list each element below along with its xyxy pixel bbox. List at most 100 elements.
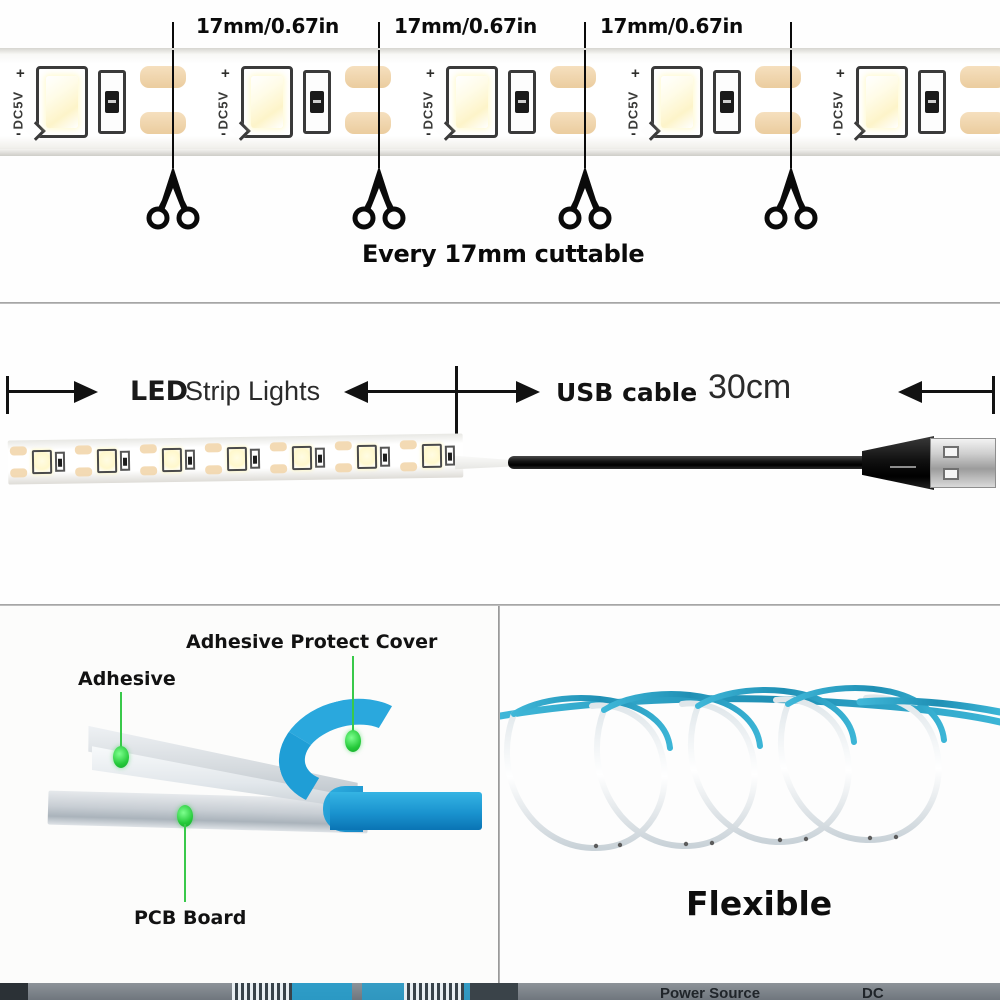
dc5v-label: DC5V [10, 90, 26, 130]
dim-line-usb [458, 390, 518, 393]
callout-line-pcb [184, 824, 186, 902]
plus-sign: + [426, 65, 435, 82]
led-segment: + DC5V - [0, 48, 193, 156]
mini-segment [333, 434, 399, 479]
solder-pad [550, 112, 596, 134]
dim-line-led-right [366, 390, 456, 393]
arrow-right-icon [516, 381, 540, 403]
led-chip [231, 66, 293, 141]
mini-segment [398, 433, 464, 478]
next-section-peek: Power Source DC [0, 983, 1000, 1000]
led-strip-small [7, 433, 464, 485]
strip-edge-top [0, 48, 1000, 54]
led-segment: + DC5V - [603, 48, 808, 156]
measurement-label-2: 17mm/0.67in [394, 14, 537, 38]
measure-tick-1 [172, 22, 174, 50]
solder-pad [140, 66, 186, 88]
connector-metal-shell [930, 438, 996, 488]
panel-cuttable: 17mm/0.67in 17mm/0.67in 17mm/0.67in + DC… [0, 0, 1000, 302]
cut-line-2 [378, 50, 380, 168]
scissors-icon [144, 166, 202, 230]
arrow-left-icon [344, 381, 368, 403]
solder-pad [345, 112, 391, 134]
panel-divider-vertical [498, 606, 500, 983]
resistor [508, 70, 536, 134]
usb-logo-icon [890, 454, 916, 468]
mini-segment [8, 440, 74, 485]
usb-cable-label: USB cable [556, 378, 698, 407]
callout-line-adhesive [120, 692, 122, 752]
led-chip [641, 66, 703, 141]
measure-tick-2 [378, 22, 380, 50]
strip-edge-bottom [0, 149, 1000, 156]
measurement-label-1: 17mm/0.67in [196, 14, 339, 38]
led-label-regular: Strip Lights [185, 376, 321, 406]
led-chip [846, 66, 908, 141]
measure-tick-4 [790, 22, 792, 50]
led-strip-band: + DC5V - + DC5V - + DC5V - [0, 48, 1000, 156]
dim-stop-left [6, 376, 9, 414]
next-label-dc: DC [862, 985, 884, 1000]
mini-segment [73, 439, 139, 484]
cut-line-4 [790, 50, 792, 168]
resistor [98, 70, 126, 134]
arrow-left-icon [898, 381, 922, 403]
dc5v-label: DC5V [420, 90, 436, 130]
mini-segment [203, 436, 269, 481]
solder-pad [345, 66, 391, 88]
cable-length-label: 30cm [708, 368, 792, 406]
solder-pad [755, 66, 801, 88]
dc5v-label: DC5V [215, 90, 231, 130]
minus-sign: - [221, 125, 226, 142]
resistor [303, 70, 331, 134]
label-pcb-board: PCB Board [134, 907, 247, 929]
resistor [713, 70, 741, 134]
led-segment: + DC5V - [808, 48, 1000, 156]
minus-sign: - [836, 125, 841, 142]
led-segment: + DC5V - [193, 48, 398, 156]
dim-line-led [6, 390, 76, 393]
usb-cable-wire [508, 456, 873, 469]
callout-line-cover [352, 656, 354, 736]
led-chip [436, 66, 498, 141]
mini-segment [268, 435, 334, 480]
solder-pad [960, 66, 1000, 88]
panel-flexible: Flexible [500, 606, 1000, 1000]
flexible-caption: Flexible [686, 884, 833, 923]
minus-sign: - [631, 125, 636, 142]
cut-line-1 [172, 50, 174, 168]
cuttable-caption: Every 17mm cuttable [362, 240, 645, 268]
scissors-icon [556, 166, 614, 230]
minus-sign: - [16, 125, 21, 142]
callout-dot-pcb [177, 805, 193, 827]
dim-stop-right [992, 376, 995, 414]
flexible-coil-illustration [500, 685, 1000, 852]
led-label-bold: LED [130, 376, 189, 407]
solder-pad [550, 66, 596, 88]
plus-sign: + [16, 65, 25, 82]
resistor [918, 70, 946, 134]
label-protect-cover: Adhesive Protect Cover [186, 631, 438, 653]
solder-pad [140, 112, 186, 134]
solder-pad [755, 112, 801, 134]
led-chip [26, 66, 88, 141]
arrow-right-icon [74, 381, 98, 403]
dim-stop-mid [455, 366, 458, 462]
next-label-power-source: Power Source [660, 985, 761, 1000]
section-divider-1 [0, 302, 1000, 304]
dim-line-usb-right [920, 390, 994, 393]
solder-pad [960, 112, 1000, 134]
plus-sign: + [836, 65, 845, 82]
measurement-label-3: 17mm/0.67in [600, 14, 743, 38]
dc5v-label: DC5V [625, 90, 641, 130]
measure-tick-3 [584, 22, 586, 50]
scissors-icon [350, 166, 408, 230]
plus-sign: + [631, 65, 640, 82]
callout-dot-adhesive [113, 746, 129, 768]
cut-line-3 [584, 50, 586, 168]
minus-sign: - [426, 125, 431, 142]
callout-dot-cover [345, 730, 361, 752]
section-divider-2 [0, 604, 1000, 606]
scissors-icon [762, 166, 820, 230]
